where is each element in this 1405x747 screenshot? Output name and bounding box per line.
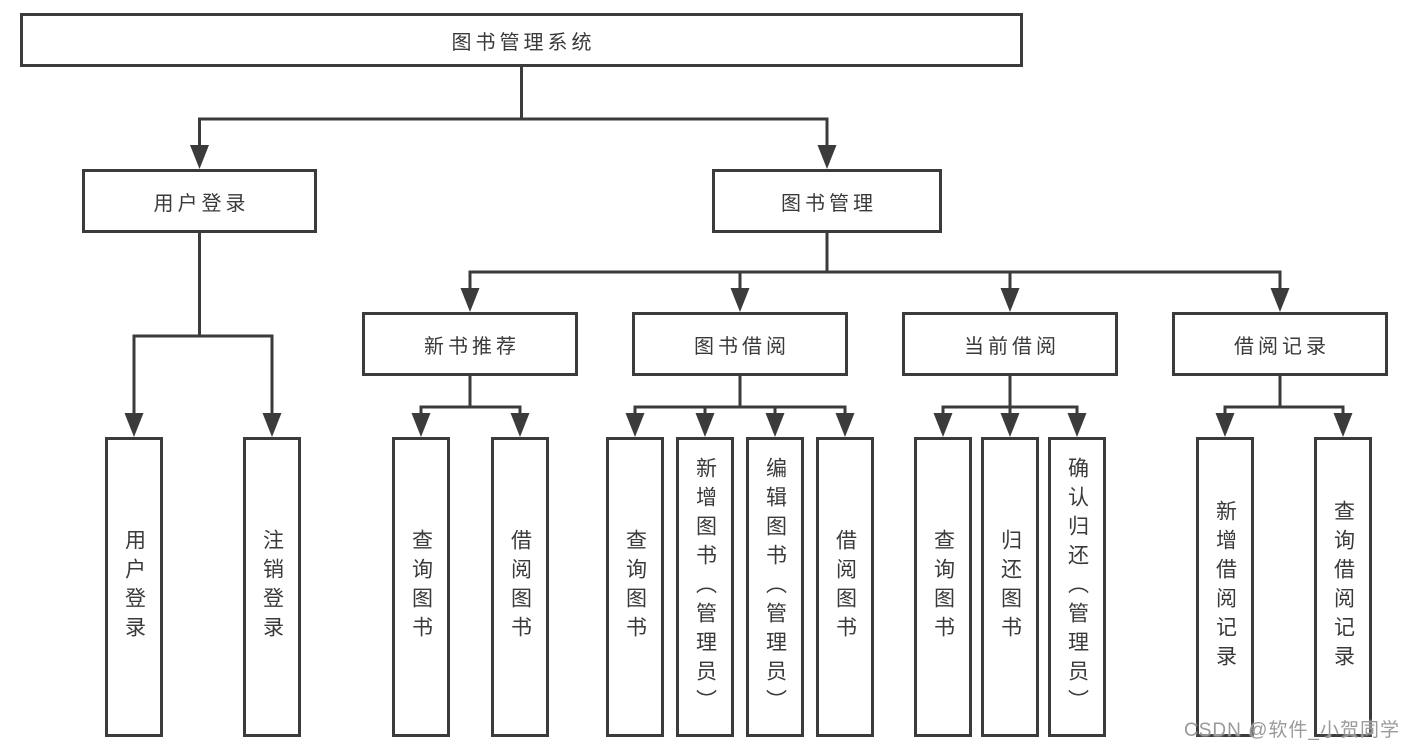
leaf-br-query-record: 查询借阅记录: [1314, 437, 1372, 737]
node-book-borrow: 图书借阅: [632, 312, 848, 376]
leaf-bb-add-books-admin: 新增图书（管理员）: [676, 437, 734, 737]
node-new-book-recommend: 新书推荐: [362, 312, 578, 376]
leaf-bb-query-books: 查询图书: [606, 437, 664, 737]
node-borrow-records: 借阅记录: [1172, 312, 1388, 376]
node-book-management: 图书管理: [712, 169, 942, 233]
leaf-nb-borrow-books: 借阅图书: [491, 437, 549, 737]
leaf-cb-confirm-return-admin: 确认归还（管理员）: [1048, 437, 1106, 737]
node-current-borrow: 当前借阅: [902, 312, 1118, 376]
leaf-cb-query-books: 查询图书: [914, 437, 972, 737]
watermark: CSDN @软件_小贺同学: [1184, 720, 1400, 741]
leaf-user-login: 用户登录: [105, 437, 163, 737]
leaf-nb-query-books: 查询图书: [392, 437, 450, 737]
leaf-cb-return-books: 归还图书: [981, 437, 1039, 737]
leaf-bb-edit-books-admin: 编辑图书（管理员）: [746, 437, 804, 737]
leaf-logout: 注销登录: [243, 437, 301, 737]
leaf-bb-borrow-books: 借阅图书: [816, 437, 874, 737]
leaf-br-add-record: 新增借阅记录: [1196, 437, 1254, 737]
node-user-login: 用户登录: [82, 169, 317, 233]
node-root-system: 图书管理系统: [20, 13, 1023, 67]
